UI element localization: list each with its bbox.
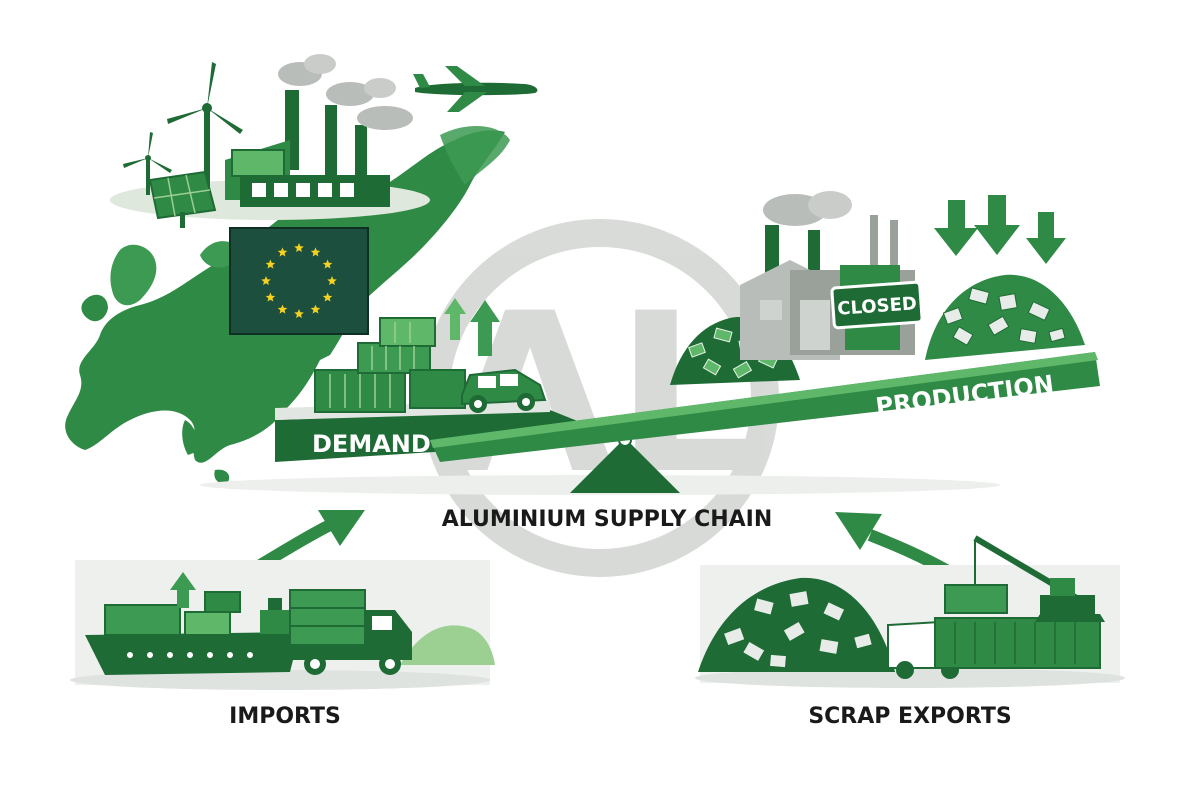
eu-star-icon bbox=[322, 259, 333, 269]
center-title: ALUMINIUM SUPPLY CHAIN bbox=[442, 507, 773, 532]
down-arrow-icon bbox=[934, 195, 1066, 264]
eu-star-icon bbox=[294, 309, 304, 318]
eu-star-icon bbox=[322, 292, 333, 302]
wind-turbine-icon bbox=[123, 132, 172, 195]
eu-star-icon bbox=[261, 276, 271, 285]
eu-star-icon bbox=[327, 276, 337, 285]
scrap-exports-panel bbox=[695, 535, 1125, 688]
energy-cluster bbox=[110, 54, 538, 228]
up-arrow-icon bbox=[170, 572, 196, 608]
imports-label: IMPORTS bbox=[229, 704, 341, 729]
eu-star-icon bbox=[265, 292, 276, 302]
up-arrow-icon bbox=[444, 298, 500, 356]
imports-panel bbox=[70, 560, 495, 690]
eu-star-icon bbox=[294, 243, 304, 252]
truck-icon bbox=[289, 589, 412, 675]
eu-star-icon bbox=[265, 259, 276, 269]
car-icon bbox=[461, 368, 547, 413]
scrap-exports-label: SCRAP EXPORTS bbox=[808, 704, 1011, 729]
container-stack-icon bbox=[934, 584, 1101, 669]
cargo-ship-icon bbox=[85, 591, 300, 675]
closed-factory-icon: CLOSED bbox=[740, 191, 924, 360]
scrap-pile-icon bbox=[698, 577, 895, 672]
eu-star-icon bbox=[277, 247, 288, 257]
eu-star-icon bbox=[277, 304, 288, 314]
wind-turbine-icon bbox=[167, 62, 243, 200]
crane-icon bbox=[973, 535, 1105, 622]
seesaw-icon bbox=[200, 352, 1100, 495]
eu-star-icon bbox=[310, 247, 321, 257]
scrap-pile-icon bbox=[925, 274, 1085, 360]
eu-flag-icon bbox=[229, 227, 369, 335]
eu-star-icon bbox=[310, 304, 321, 314]
demand-label: DEMAND bbox=[312, 430, 431, 458]
container-stack-icon bbox=[314, 317, 466, 413]
factory-icon bbox=[225, 54, 413, 207]
airplane-icon bbox=[413, 66, 538, 112]
solar-panel-icon bbox=[148, 170, 217, 228]
